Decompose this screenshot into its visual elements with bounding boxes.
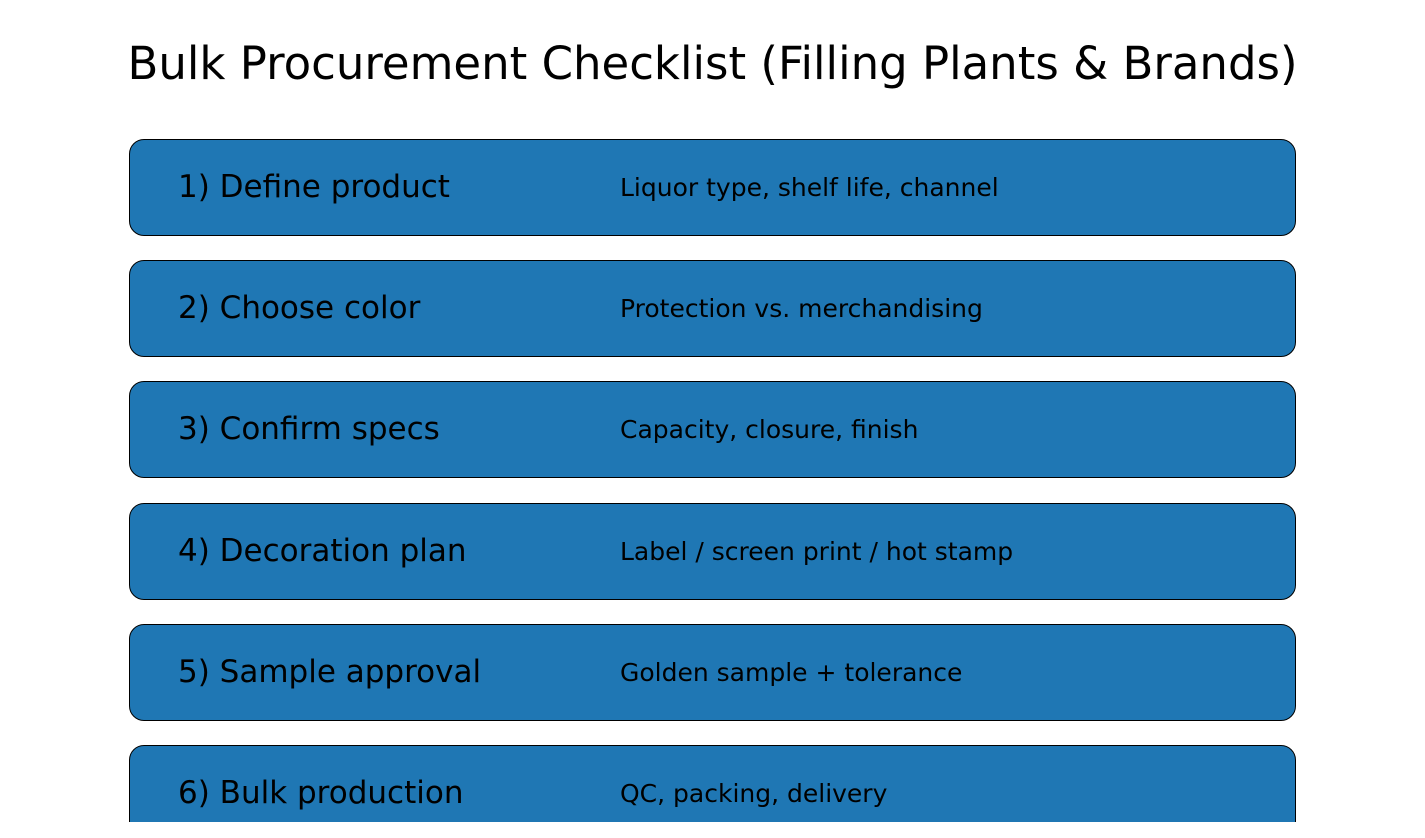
diagram-title: Bulk Procurement Checklist (Filling Plan… bbox=[127, 37, 1298, 90]
step-box-decoration-plan: 4) Decoration plan Label / screen print … bbox=[129, 503, 1296, 600]
step-box-bulk-production: 6) Bulk production QC, packing, delivery bbox=[129, 745, 1296, 822]
step-label: 2) Choose color bbox=[178, 290, 421, 326]
step-label: 5) Sample approval bbox=[178, 654, 482, 690]
step-label: 1) Define product bbox=[178, 169, 450, 205]
step-box-sample-approval: 5) Sample approval Golden sample + toler… bbox=[129, 624, 1296, 721]
step-description: Capacity, closure, finish bbox=[620, 415, 919, 444]
step-description: Protection vs. merchandising bbox=[620, 294, 983, 323]
step-description: QC, packing, delivery bbox=[620, 779, 888, 808]
step-box-choose-color: 2) Choose color Protection vs. merchandi… bbox=[129, 260, 1296, 357]
step-label: 4) Decoration plan bbox=[178, 533, 467, 569]
step-description: Liquor type, shelf life, channel bbox=[620, 173, 999, 202]
step-description: Golden sample + tolerance bbox=[620, 658, 963, 687]
step-label: 3) Confirm specs bbox=[178, 411, 440, 447]
step-box-define-product: 1) Define product Liquor type, shelf lif… bbox=[129, 139, 1296, 236]
step-box-confirm-specs: 3) Confirm specs Capacity, closure, fini… bbox=[129, 381, 1296, 478]
step-label: 6) Bulk production bbox=[178, 775, 464, 811]
step-description: Label / screen print / hot stamp bbox=[620, 537, 1014, 566]
